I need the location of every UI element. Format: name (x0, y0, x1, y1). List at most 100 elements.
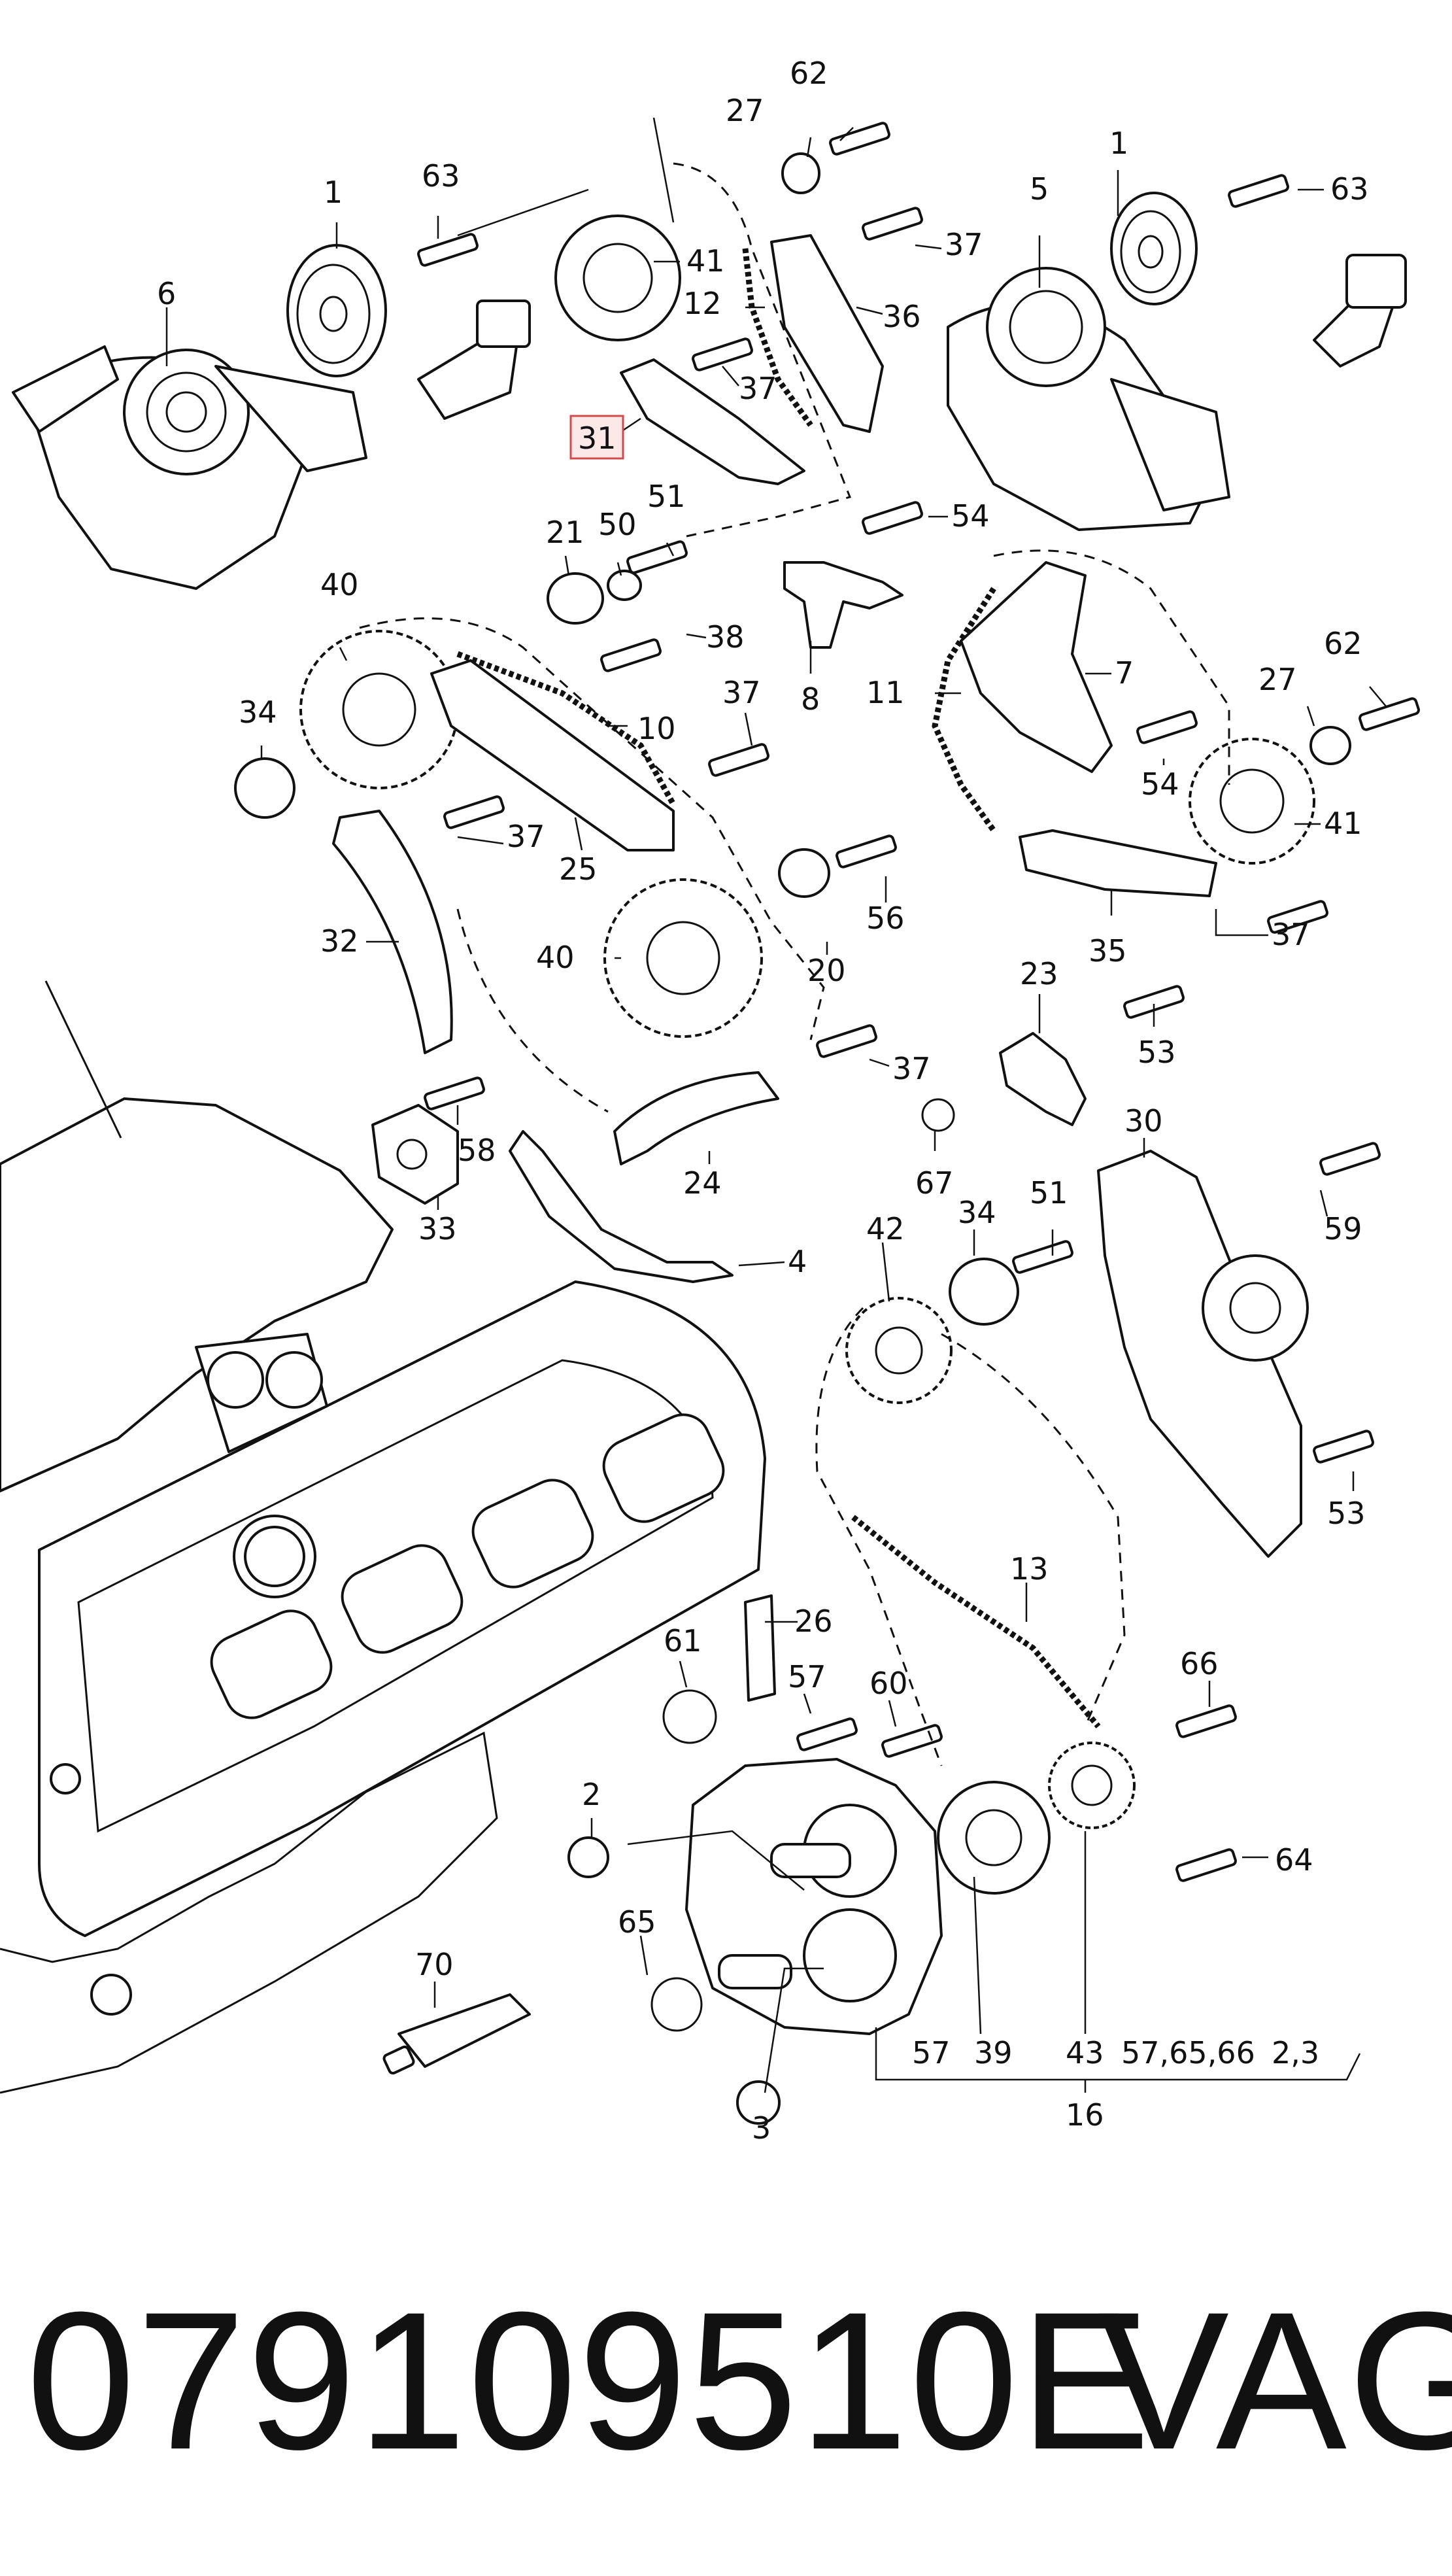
part-number: 079109510E (26, 2271, 1152, 2490)
callout-26: 26 (794, 1604, 833, 1639)
callout-5: 5 (1030, 171, 1049, 207)
o-ring-65 (650, 1977, 703, 2032)
callout-56: 56 (866, 901, 905, 936)
callout-61: 61 (664, 1623, 702, 1658)
sprocket-40-upper (299, 630, 459, 789)
washer-21 (547, 572, 604, 625)
o-ring-3 (736, 2080, 781, 2125)
washer-27-right (1309, 726, 1351, 765)
chain-guide-25 (430, 659, 675, 851)
callout-11: 11 (866, 675, 905, 710)
brand-name: VAG (1098, 2271, 1452, 2490)
timing-chain-12 (742, 248, 813, 427)
callout-51: 51 (1030, 1175, 1068, 1211)
timing-chain-11 (932, 587, 996, 833)
callout-66: 66 (1180, 1646, 1219, 1681)
timing-chain-10 (456, 651, 676, 806)
callout-31: 31 (578, 421, 616, 456)
sprocket-41-right (1189, 738, 1315, 865)
callout-53: 53 (1327, 1496, 1366, 1531)
chain-tensioner-rail-31 (620, 358, 805, 485)
callout-30: 30 (1124, 1103, 1163, 1139)
callout-20: 20 (807, 953, 846, 988)
callout-42: 42 (866, 1211, 905, 1246)
callout-53: 53 (1138, 1035, 1176, 1070)
callout-labels: 62 27 1 63 6 41 12 36 37 37 31 1 5 63 21… (157, 56, 1369, 2146)
drive-chain-4 (509, 1130, 734, 1283)
callout-3: 3 (752, 2110, 771, 2146)
tensioner-arm-30 (1097, 1150, 1302, 1558)
sprocket-41-upper (554, 215, 681, 341)
highlight-box-31 (569, 415, 624, 460)
callout-50: 50 (598, 507, 637, 542)
callout-8: 8 (801, 681, 820, 717)
chain-guide-36 (770, 234, 884, 433)
washer-27-upper (781, 152, 820, 194)
reference-line-lower-right (941, 1333, 1126, 1727)
callout-33: 33 (418, 1211, 457, 1246)
callout-13: 13 (1010, 1551, 1049, 1587)
sprocket-40-lower (603, 878, 763, 1038)
callout-21: 21 (546, 515, 584, 550)
callout-27: 27 (1258, 662, 1297, 697)
bolts (417, 122, 1420, 1882)
callout-2: 2 (582, 1777, 601, 1812)
callout-54: 54 (951, 498, 990, 534)
callout-40: 40 (536, 940, 575, 975)
callout-2-3: 2,3 (1272, 2035, 1319, 2070)
callout-34: 34 (958, 1195, 996, 1230)
camshaft-adjuster-wheel-left (286, 244, 387, 377)
callout-58: 58 (458, 1133, 496, 1168)
callout-25: 25 (559, 851, 598, 887)
callout-24: 24 (683, 1165, 722, 1201)
camshaft-adjuster-right (947, 267, 1230, 531)
tensioner-pulley-hub (1229, 1282, 1281, 1334)
callout-51: 51 (647, 479, 686, 514)
callout-32: 32 (320, 923, 359, 959)
callout-37: 37 (739, 371, 777, 406)
callout-43: 43 (1066, 2035, 1104, 2070)
washer-20 (778, 848, 830, 898)
exploded-parts-diagram: 62 27 1 63 6 41 12 36 37 37 31 1 5 63 21… (0, 56, 1420, 2146)
pump-assembly-16 (685, 1742, 1136, 2035)
o-ring-2 (567, 1836, 609, 1878)
callout-60: 60 (870, 1666, 908, 1701)
spring-26 (744, 1594, 776, 1702)
callout-10: 10 (637, 711, 676, 746)
callout-57-65-66: 57,65,66 (1121, 2035, 1255, 2070)
bearing-33 (371, 1104, 459, 1205)
camshaft-adjuster-left (12, 345, 367, 590)
seal-34-lower (949, 1258, 1019, 1326)
callout-6: 6 (157, 276, 176, 311)
callout-4: 4 (788, 1244, 807, 1279)
washer-50 (607, 570, 642, 601)
callout-41: 41 (1324, 806, 1362, 841)
callout-62: 62 (1324, 626, 1362, 661)
o-ring-61 (662, 1689, 717, 1744)
tensioner-23 (999, 1032, 1087, 1126)
callout-23: 23 (1020, 956, 1058, 991)
callout-40: 40 (320, 567, 359, 602)
callout-1: 1 (1109, 126, 1128, 161)
chain-tensioner-7 (960, 561, 1113, 773)
callout-37: 37 (1272, 917, 1310, 952)
callout-65: 65 (618, 1904, 656, 1940)
chain-guide-35 (1019, 829, 1217, 897)
callout-67: 67 (915, 1165, 954, 1201)
callout-37: 37 (945, 227, 983, 262)
callout-54: 54 (1141, 766, 1179, 802)
callout-59: 59 (1324, 1211, 1362, 1246)
callout-37: 37 (892, 1051, 931, 1086)
callout-57: 57 (788, 1659, 826, 1694)
camshaft-solenoid-right (1313, 254, 1407, 368)
callout-7: 7 (1115, 655, 1134, 691)
callout-41: 41 (686, 243, 725, 279)
sealant-tube-cap (382, 2045, 415, 2075)
camshaft-solenoid-left (417, 300, 531, 420)
callout-38: 38 (706, 619, 745, 655)
callout-63: 63 (1330, 171, 1369, 207)
chain-guide-24 (613, 1071, 779, 1165)
callout-63: 63 (422, 158, 460, 194)
callout-36: 36 (883, 299, 921, 334)
callout-27: 27 (726, 93, 764, 128)
